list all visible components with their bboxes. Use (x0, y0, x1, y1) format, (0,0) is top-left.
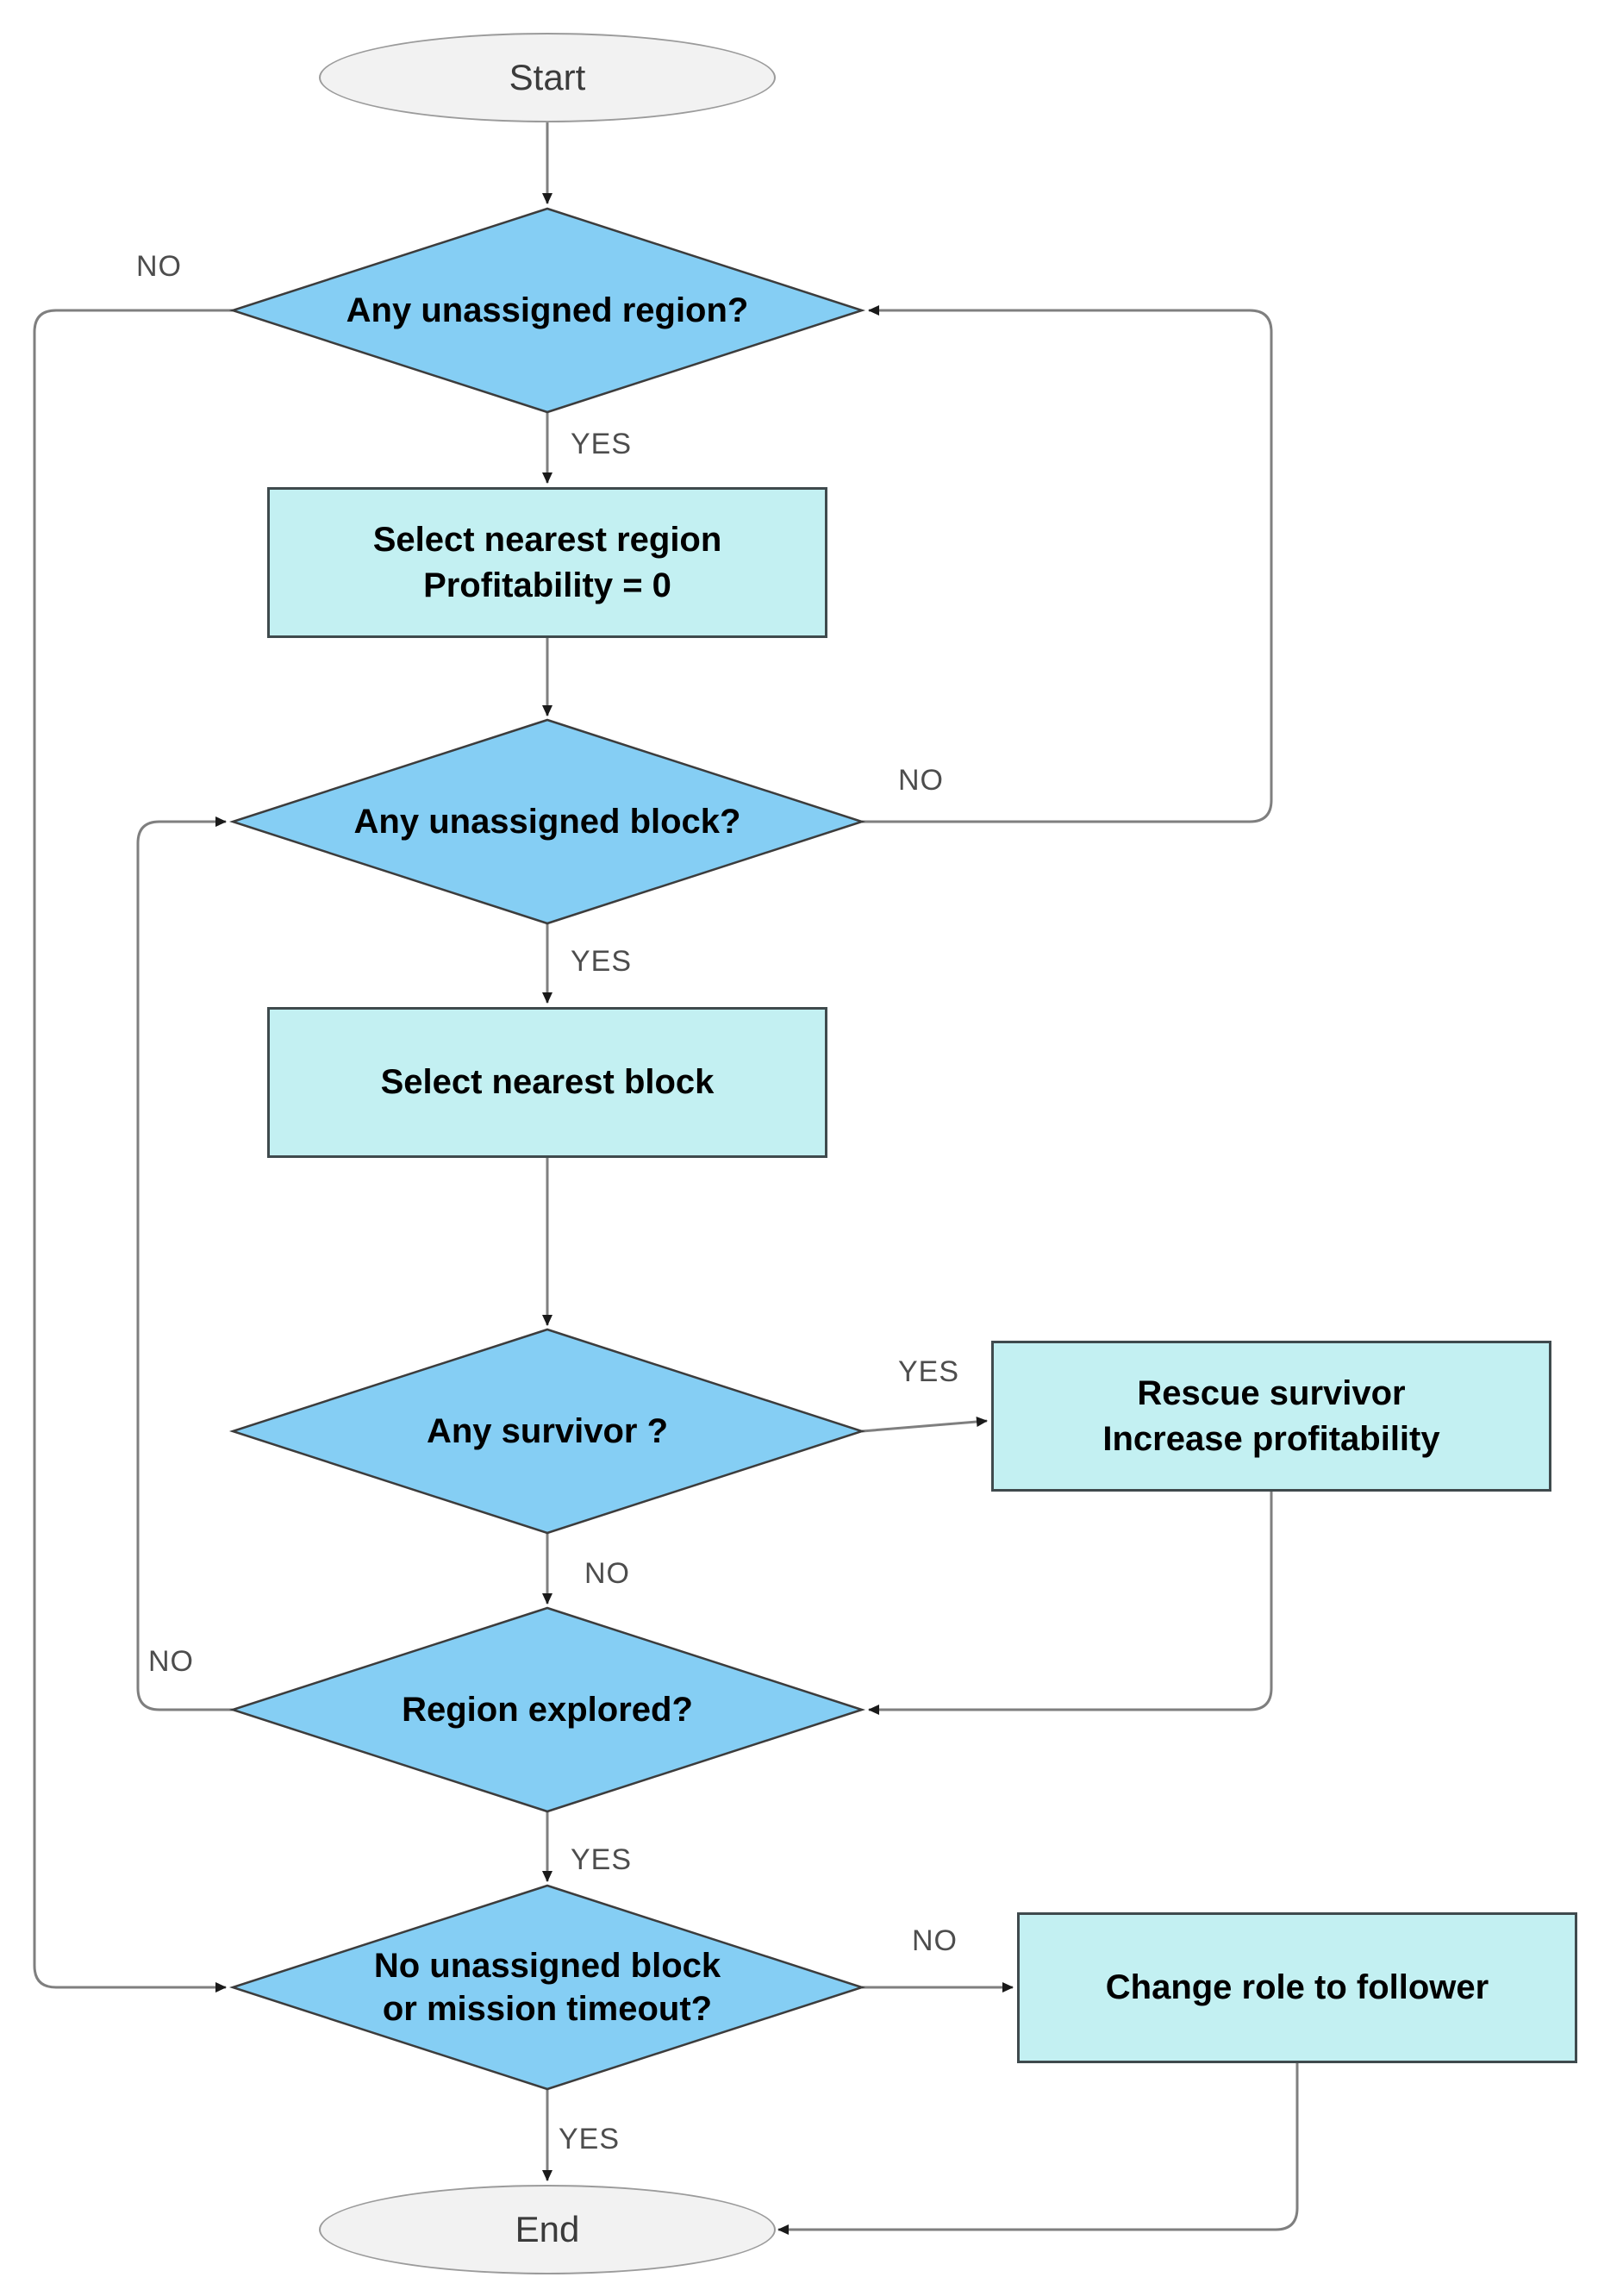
process-select-nearest-region-text: Select nearest region Profitability = 0 (373, 517, 722, 609)
edge-rescue-to-explored (868, 1492, 1273, 1715)
process-text-line2: Profitability = 0 (423, 566, 671, 604)
decision-any-unassigned-region (228, 207, 866, 414)
process-rescue-survivor: Rescue survivor Increase profitability (991, 1341, 1551, 1492)
label-timeout-yes: YES (559, 2123, 621, 2155)
decision-region-explored (228, 1606, 866, 1813)
decision-any-unassigned-block (228, 718, 866, 925)
start-terminal: Start (319, 33, 776, 122)
process-change-role-follower: Change role to follower (1017, 1912, 1577, 2063)
label-explored-yes: YES (571, 1843, 633, 1876)
decision-text-line1: No unassigned block (373, 1947, 721, 1985)
process-select-nearest-region: Select nearest region Profitability = 0 (267, 487, 827, 638)
label-region-no: NO (136, 250, 182, 283)
decision-no-unassigned-block-or-timeout (228, 1884, 866, 2091)
process-text-line1: Select nearest region (372, 520, 722, 559)
label-region-yes: YES (571, 428, 633, 460)
edge-explored-no-loop-to-block (136, 816, 233, 1711)
process-text-line1: Rescue survivor (1137, 1373, 1406, 1412)
process-text-line2: Increase profitability (1102, 1419, 1440, 1458)
decision-any-survivor-label: Any survivor ? (426, 1412, 669, 1450)
label-block-yes: YES (571, 945, 633, 978)
label-explored-no: NO (148, 1645, 194, 1678)
start-label: Start (509, 57, 586, 97)
edge-region-no-loop-to-timeout (33, 309, 233, 1993)
edge-block-no-loop-to-region (862, 305, 1273, 823)
edge-survivor-yes-to-rescue (861, 1417, 988, 1433)
decision-text-line2: or mission timeout? (382, 1990, 713, 2028)
decision-any-unassigned-region-label: Any unassigned region? (346, 291, 749, 329)
decision-any-survivor (228, 1328, 866, 1535)
label-survivor-yes: YES (898, 1355, 960, 1388)
decision-any-unassigned-block-label: Any unassigned block? (353, 803, 741, 841)
label-block-no: NO (898, 764, 944, 797)
end-terminal: End (319, 2185, 776, 2274)
decision-no-unassigned-block-or-timeout-label: No unassigned block or mission timeout? (374, 1944, 721, 2030)
process-select-nearest-block-text: Select nearest block (380, 1063, 715, 1102)
process-rescue-survivor-text: Rescue survivor Increase profitability (1102, 1371, 1439, 1462)
process-change-role-follower-text: Change role to follower (1105, 1968, 1489, 2007)
label-survivor-no: NO (584, 1557, 630, 1590)
edge-change-role-to-end (777, 2062, 1299, 2235)
end-label: End (515, 2209, 580, 2249)
decision-region-explored-label: Region explored? (402, 1691, 693, 1729)
process-select-nearest-block: Select nearest block (267, 1007, 827, 1158)
label-timeout-no: NO (912, 1924, 958, 1957)
